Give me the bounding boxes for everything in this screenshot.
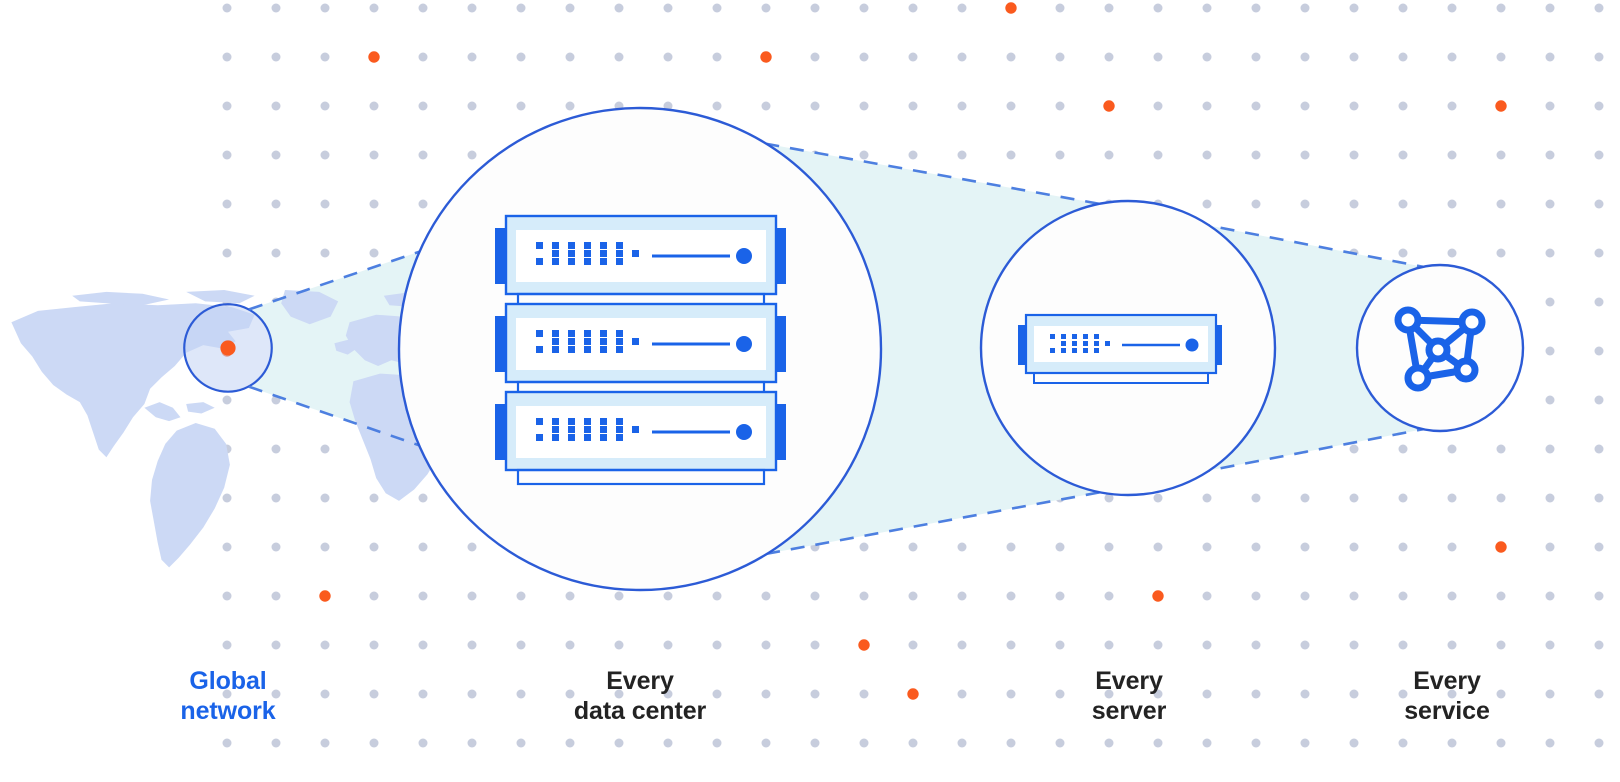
led-grid bbox=[536, 242, 639, 265]
server-unit-icon bbox=[1018, 313, 1222, 384]
network-graph-icon bbox=[1394, 306, 1486, 392]
led-grid bbox=[1050, 334, 1110, 353]
led-grid bbox=[536, 330, 639, 353]
label-every-data-center: Every data center bbox=[573, 667, 707, 725]
led-grid bbox=[536, 418, 639, 441]
server-unit bbox=[495, 302, 786, 396]
label-every-server: Every server bbox=[1091, 667, 1167, 725]
server-unit bbox=[495, 390, 786, 486]
map-location-marker bbox=[220, 340, 236, 356]
map-focus-circle bbox=[183, 303, 273, 393]
server-rack-icon bbox=[495, 214, 786, 486]
server-unit bbox=[495, 214, 786, 308]
label-every-service: Every service bbox=[1404, 667, 1490, 725]
label-global-network: Global network bbox=[180, 667, 276, 725]
